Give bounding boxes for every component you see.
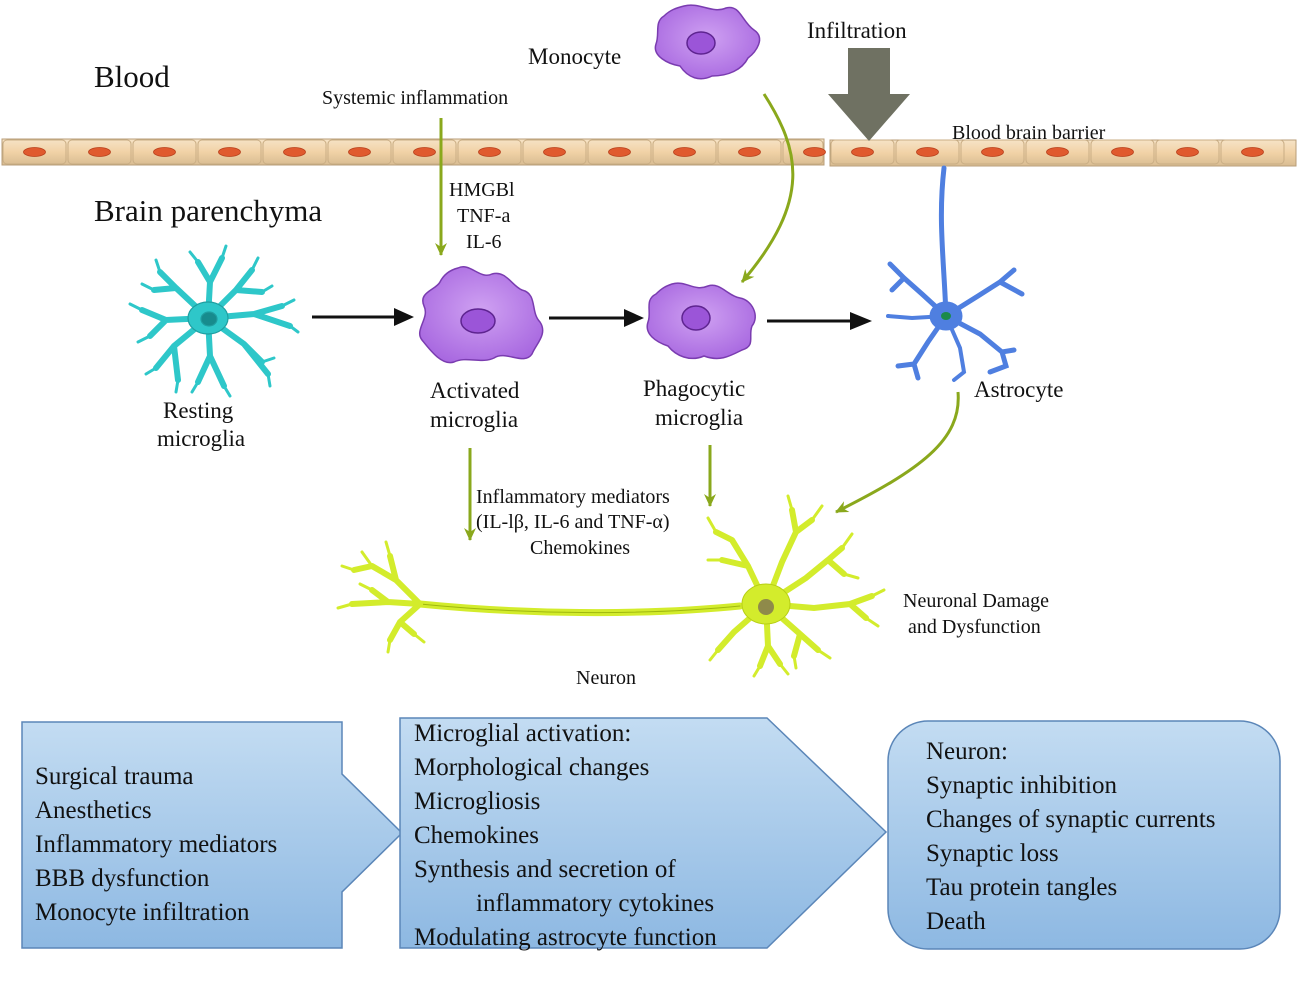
endothelial-cell — [830, 139, 895, 165]
endothelial-cell — [262, 139, 327, 165]
endothelial-cell — [1155, 139, 1220, 165]
neuron-box-line: Synaptic inhibition — [926, 772, 1117, 799]
endothelial-cell — [960, 139, 1025, 165]
endothelial-cell — [67, 139, 132, 165]
endothelial-nucleus — [88, 147, 111, 157]
endothelial-cell — [1090, 139, 1155, 165]
endothelial-nucleus — [413, 147, 436, 157]
cytokine-hmgb1: HMGBl — [449, 179, 515, 201]
astrocyte-cell — [886, 165, 1025, 382]
activated-microglia-label-2: microglia — [430, 407, 518, 432]
microglia-box-line: Morphological changes — [414, 754, 649, 781]
microglia-box: Microglial activation: Morphological chan… — [399, 717, 888, 951]
endothelial-cell — [587, 139, 652, 165]
endothelial-nucleus — [738, 147, 761, 157]
endothelial-nucleus — [1111, 147, 1134, 157]
causes-box-line: Surgical trauma — [35, 763, 194, 790]
endothelial-nucleus — [283, 147, 306, 157]
microglia-box-line: Modulating astrocyte function — [414, 924, 717, 951]
systemic-inflammation-label: Systemic inflammation — [322, 87, 508, 109]
endothelial-nucleus — [348, 147, 371, 157]
infiltration-label: Infiltration — [807, 18, 907, 43]
infiltration-arrow — [828, 48, 910, 141]
monocyte-infiltration-arrow — [740, 93, 795, 283]
progression-arrows — [312, 308, 872, 330]
endothelial-nucleus — [478, 147, 501, 157]
causes-box-line: Monocyte infiltration — [35, 899, 250, 926]
resting-microglia-label-1: Resting — [163, 398, 234, 423]
neuron-box-line: Changes of synaptic currents — [926, 806, 1216, 833]
brain-parenchyma-label: Brain parenchyma — [94, 193, 322, 228]
mediators-label-1: Inflammatory mediators — [476, 486, 670, 508]
microglia-box-line: Synthesis and secretion of — [414, 856, 676, 883]
endothelial-cell — [895, 139, 960, 165]
endothelial-cell — [717, 139, 782, 165]
endothelial-cell — [522, 139, 587, 165]
endothelial-nucleus — [673, 147, 696, 157]
endothelial-cell — [2, 139, 67, 165]
activated-microglia-label-1: Activated — [430, 378, 520, 403]
endothelial-nucleus — [803, 147, 826, 157]
activated-microglia-cell — [419, 266, 544, 364]
cytokine-il6: IL-6 — [466, 231, 502, 253]
endothelial-cell — [327, 139, 392, 165]
signal-arrows — [435, 93, 960, 541]
monocyte-cell — [654, 4, 761, 80]
causes-box-line: Anesthetics — [35, 797, 152, 824]
monocyte-label: Monocyte — [528, 44, 621, 69]
neuron-box-line: Tau protein tangles — [926, 874, 1117, 901]
causes-box-line: BBB dysfunction — [35, 865, 210, 892]
endothelial-nucleus — [1241, 147, 1264, 157]
microglia-box-line: Microglial activation: — [414, 720, 631, 747]
endothelial-nucleus — [1046, 147, 1069, 157]
endothelial-cell — [1220, 139, 1285, 165]
endothelial-nucleus — [981, 147, 1004, 157]
endothelial-cell — [197, 139, 262, 165]
endothelial-nucleus — [916, 147, 939, 157]
phagocytic-microglia-label-1: Phagocytic — [643, 376, 745, 401]
endothelial-nucleus — [851, 147, 874, 157]
resting-microglia-cell — [128, 244, 300, 398]
endothelial-nucleus — [23, 147, 46, 157]
endothelial-nucleus — [608, 147, 631, 157]
astrocyte-to-neuron-arrow — [835, 391, 960, 514]
phagocytic-microglia-cell — [646, 282, 756, 360]
mediators-label-3: Chemokines — [530, 537, 630, 559]
cytokine-tnf: TNF-a — [457, 205, 510, 227]
neuron-box-line: Death — [926, 908, 986, 935]
microglia-box-line: Microgliosis — [414, 788, 540, 815]
neuron-box-line: Synaptic loss — [926, 840, 1059, 867]
neuron-box-line: Neuron: — [926, 738, 1008, 765]
phagocytic-microglia-label-2: microglia — [655, 405, 743, 430]
microglia-box-line: Chemokines — [414, 822, 539, 849]
endothelial-cell — [457, 139, 522, 165]
microglia-box-line: inflammatory cytokines — [476, 890, 714, 917]
causes-box-line: Inflammatory mediators — [35, 831, 277, 858]
astrocyte-label: Astrocyte — [974, 377, 1063, 402]
blood-label: Blood — [94, 59, 170, 94]
endothelial-cell — [392, 139, 457, 165]
resting-microglia-label-2: microglia — [157, 426, 245, 451]
neuronal-damage-label-2: and Dysfunction — [908, 616, 1041, 638]
endothelial-cell — [1025, 139, 1090, 165]
neuron-label: Neuron — [576, 667, 636, 689]
endothelial-nucleus — [1176, 147, 1199, 157]
endothelial-cell — [132, 139, 197, 165]
endothelial-nucleus — [153, 147, 176, 157]
endothelial-nucleus — [218, 147, 241, 157]
neuronal-damage-label-1: Neuronal Damage — [903, 590, 1049, 612]
bbb-label: Blood brain barrier — [952, 122, 1106, 144]
blood-brain-barrier — [1, 138, 1297, 167]
endothelial-cell — [652, 139, 717, 165]
mediators-label-2: (IL-lβ, IL-6 and TNF-α) — [476, 511, 670, 533]
endothelial-nucleus — [543, 147, 566, 157]
neuron-cell — [336, 494, 886, 678]
endothelial-cells — [2, 139, 1285, 165]
